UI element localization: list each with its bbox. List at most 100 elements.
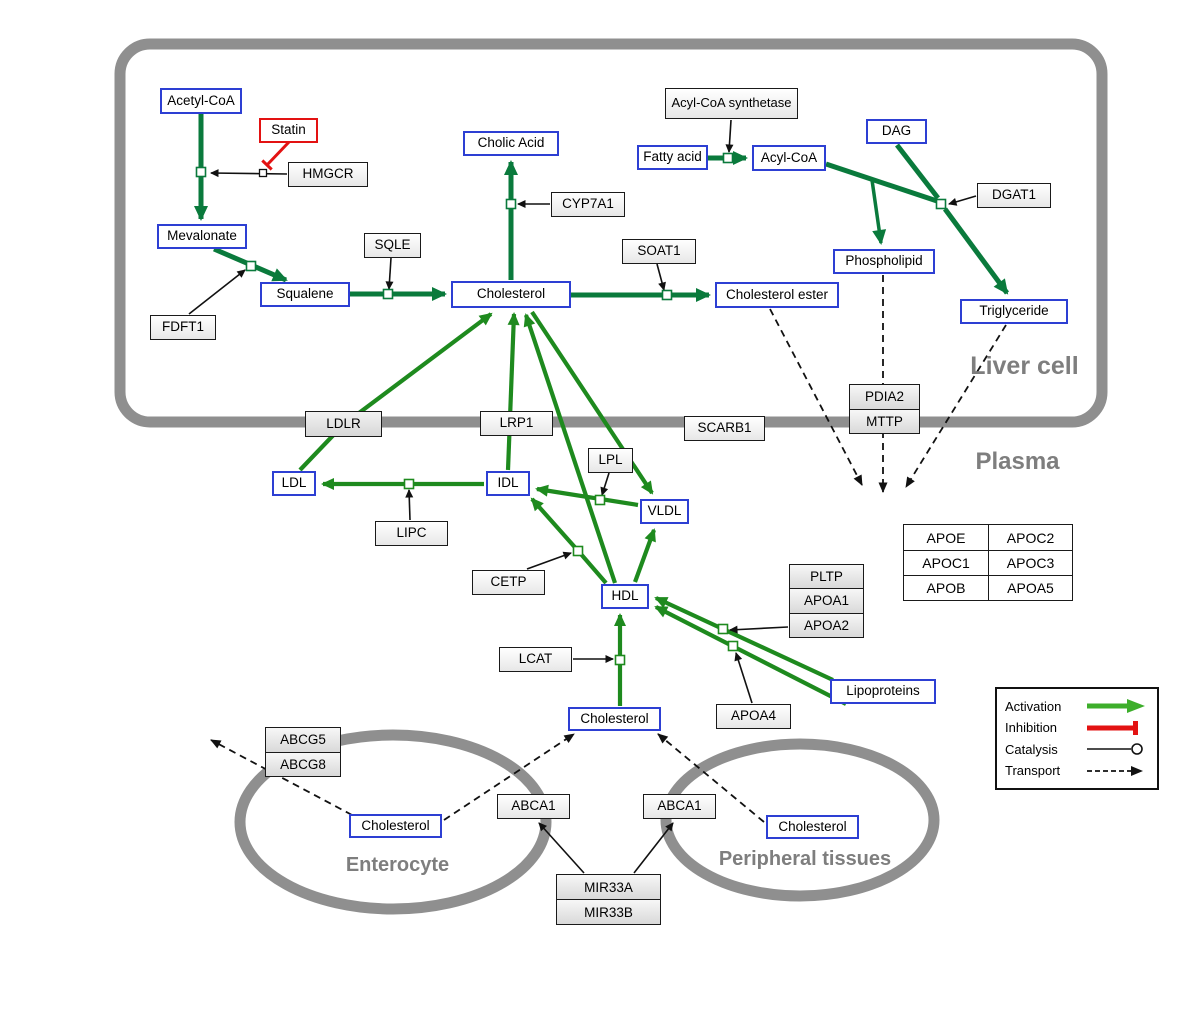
node-cholic-acid[interactable]: Cholic Acid [463,131,559,156]
node-sqle[interactable]: SQLE [364,233,421,258]
node-mir33a-mir33b-complex: MIR33A MIR33B [556,874,661,925]
node-triglyceride[interactable]: Triglyceride [960,299,1068,324]
node-cholesterol-enterocyte[interactable]: Cholesterol [349,814,442,838]
catalysis-sqle [385,257,394,290]
node-mir33b[interactable]: MIR33B [557,899,660,924]
legend-row-transport: Transport [1005,761,1149,781]
node-pdia2-mttp-complex: PDIA2 MTTP [849,384,920,434]
node-lipc[interactable]: LIPC [375,521,448,546]
node-hmgcr[interactable]: HMGCR [288,162,368,187]
node-soat1[interactable]: SOAT1 [622,239,696,264]
node-pltp[interactable]: PLTP [790,565,863,589]
reaction-node [935,198,947,210]
catalysis-line-icon [1087,743,1143,756]
node-abca1-enterocyte[interactable]: ABCA1 [497,794,570,819]
node-squalene[interactable]: Squalene [260,282,350,307]
node-cholesterol-ester[interactable]: Cholesterol ester [715,282,839,308]
node-vldl[interactable]: VLDL [640,499,689,524]
node-acetyl-coa[interactable]: Acetyl-CoA [160,88,242,114]
node-abcg5-abcg8-complex: ABCG5 ABCG8 [265,727,341,777]
node-lrp1[interactable]: LRP1 [480,411,553,436]
node-mevalonate[interactable]: Mevalonate [157,224,247,249]
node-mir33a[interactable]: MIR33A [557,875,660,899]
node-fatty-acid[interactable]: Fatty acid [637,145,708,170]
reaction-node [195,166,207,178]
node-idl[interactable]: IDL [486,471,530,496]
legend: Activation Inhibition Catalysis Transpor… [995,687,1159,790]
legend-catalysis-label: Catalysis [1005,741,1058,757]
plasma-label: Plasma [975,448,1060,475]
node-abca1-peripheral[interactable]: ABCA1 [643,794,716,819]
node-hdl[interactable]: HDL [601,584,649,609]
catalysis-pltp-apoa1-apoa2 [729,625,789,634]
node-apoc2[interactable]: APOC2 [988,525,1072,550]
transport-triglyceride-plasma [905,324,1007,488]
enterocyte-label: Enterocyte [345,854,450,876]
node-dag[interactable]: DAG [866,119,927,144]
node-apoa2[interactable]: APOA2 [790,612,863,637]
liver-cell-label: Liver cell [970,352,1079,380]
peripheral-tissues-label: Peripheral tissues [718,848,892,870]
legend-row-catalysis: Catalysis [1005,739,1149,759]
node-abcg5[interactable]: ABCG5 [266,728,340,752]
catalysis-mir33-abca1-right [633,822,674,874]
node-apoa4[interactable]: APOA4 [716,704,791,729]
node-statin[interactable]: Statin [259,118,318,143]
reaction-node [572,545,584,557]
node-cholesterol-liver[interactable]: Cholesterol [451,281,571,308]
node-pdia2[interactable]: PDIA2 [850,385,919,409]
edge-ldl-cholesterol-via-ldlr [298,312,493,472]
legend-transport-label: Transport [1005,763,1061,779]
catalysis-fdft1 [188,269,246,315]
reaction-node [245,260,257,272]
catalysis-lpl [600,472,610,496]
node-ldl[interactable]: LDL [272,471,316,496]
legend-row-inhibition: Inhibition [1005,718,1149,738]
transport-dashed-arrow-icon [1087,765,1143,776]
node-abcg8[interactable]: ABCG8 [266,751,340,776]
node-fdft1[interactable]: FDFT1 [150,315,216,340]
node-cyp7a1[interactable]: CYP7A1 [551,192,625,217]
node-lcat[interactable]: LCAT [499,647,572,672]
node-scarb1[interactable]: SCARB1 [684,416,765,441]
node-cetp[interactable]: CETP [472,570,545,595]
catalysis-acylcoa-synthetase [725,119,734,153]
catalysis-lipc [405,489,414,521]
node-apoa1[interactable]: APOA1 [790,588,863,613]
node-apob[interactable]: APOB [904,575,988,600]
node-apoa5[interactable]: APOA5 [988,575,1072,600]
legend-row-activation: Activation [1005,696,1149,716]
catalysis-hmgcr [210,169,288,178]
reaction-node [614,654,626,666]
reaction-node [505,198,517,210]
node-lipoproteins[interactable]: Lipoproteins [830,679,936,704]
node-cholesterol-peripheral[interactable]: Cholesterol [766,815,859,839]
node-lpl[interactable]: LPL [588,448,633,473]
edge-junction-triglyceride [942,207,1010,295]
node-mttp[interactable]: MTTP [850,408,919,433]
edge-idl-cholesterol-via-lrp1 [505,312,520,471]
node-acyl-coa[interactable]: Acyl-CoA [752,145,826,171]
edge-acylcoa-dgat-junction [825,161,938,204]
reaction-node [382,288,394,300]
node-acyl-coa-synthetase[interactable]: Acyl-CoA synthetase [665,88,798,119]
node-dgat1[interactable]: DGAT1 [977,183,1051,208]
edge-lipoproteins-hdl-1 [654,596,834,682]
node-apoc3[interactable]: APOC3 [988,550,1072,575]
apolipoprotein-table: APOE APOC2 APOC1 APOC3 APOB APOA5 [903,524,1073,601]
transport-cholesterolester-plasma [769,308,863,486]
legend-inhibition-label: Inhibition [1005,720,1058,736]
peripheral-tissues-outline [660,738,940,902]
node-cholesterol-plasma[interactable]: Cholesterol [568,707,661,731]
node-phospholipid[interactable]: Phospholipid [833,249,935,274]
legend-activation-label: Activation [1005,698,1062,714]
edge-dag-dgat-junction [895,143,940,200]
node-ldlr[interactable]: LDLR [305,411,382,437]
activation-arrow-icon [1087,699,1145,713]
liver-cell-outline [114,38,1108,428]
node-apoe[interactable]: APOE [904,525,988,550]
node-apoc1[interactable]: APOC1 [904,550,988,575]
transport-peripheral-to-plasma-cholesterol [657,733,765,823]
